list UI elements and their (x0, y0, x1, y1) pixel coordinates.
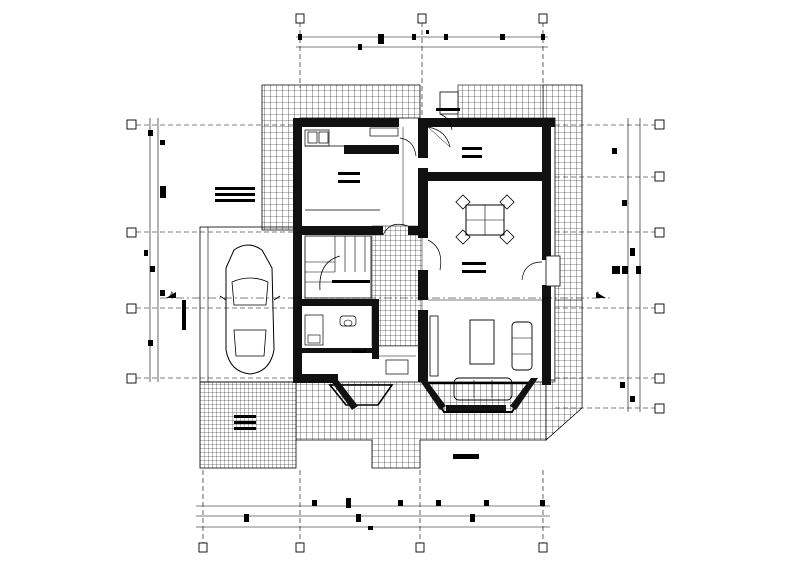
axis-bubble (417, 13, 427, 24)
axis-bubble (126, 119, 137, 130)
axis-bubble (198, 542, 208, 553)
sofa-icon (511, 321, 533, 371)
roof-tile-top-mid (457, 84, 544, 119)
walls (293, 118, 555, 385)
garage-label-block (234, 415, 256, 418)
axis-bubble (126, 227, 137, 238)
axis-bubble (415, 542, 425, 553)
room-bathroom (304, 314, 416, 375)
terrace-right (545, 299, 583, 441)
axis-bubble (295, 13, 305, 24)
axis-bubble (654, 227, 665, 238)
axis-bubble (538, 542, 548, 553)
room-living (427, 239, 561, 401)
garage-apron (199, 381, 297, 469)
toilet-icon (339, 315, 357, 327)
dimension-lines (136, 22, 655, 548)
section-marks: A A (166, 291, 606, 298)
floor-tile-hall (371, 225, 423, 347)
room-kitchen (304, 127, 417, 226)
axis-bubble (538, 13, 548, 24)
roof-tile-left (261, 84, 421, 231)
sink-icon (307, 131, 329, 144)
roof-tiling (199, 84, 583, 469)
dining-table-icon (455, 194, 515, 273)
dimension-ticks (144, 30, 641, 530)
axis-bubble (654, 373, 665, 384)
axis-bubble (654, 403, 665, 414)
axis-bubble (126, 303, 137, 314)
axis-bubble (126, 373, 137, 384)
axis-bubbles (126, 13, 665, 553)
terrace-bottom (295, 381, 547, 469)
axis-bubble (654, 119, 665, 130)
room-pantry (427, 91, 482, 158)
axis-bubble (654, 303, 665, 314)
axis-bubble (295, 542, 305, 553)
bay-windows (328, 378, 538, 413)
car-icon (219, 244, 281, 375)
axis-bubble (654, 171, 665, 182)
